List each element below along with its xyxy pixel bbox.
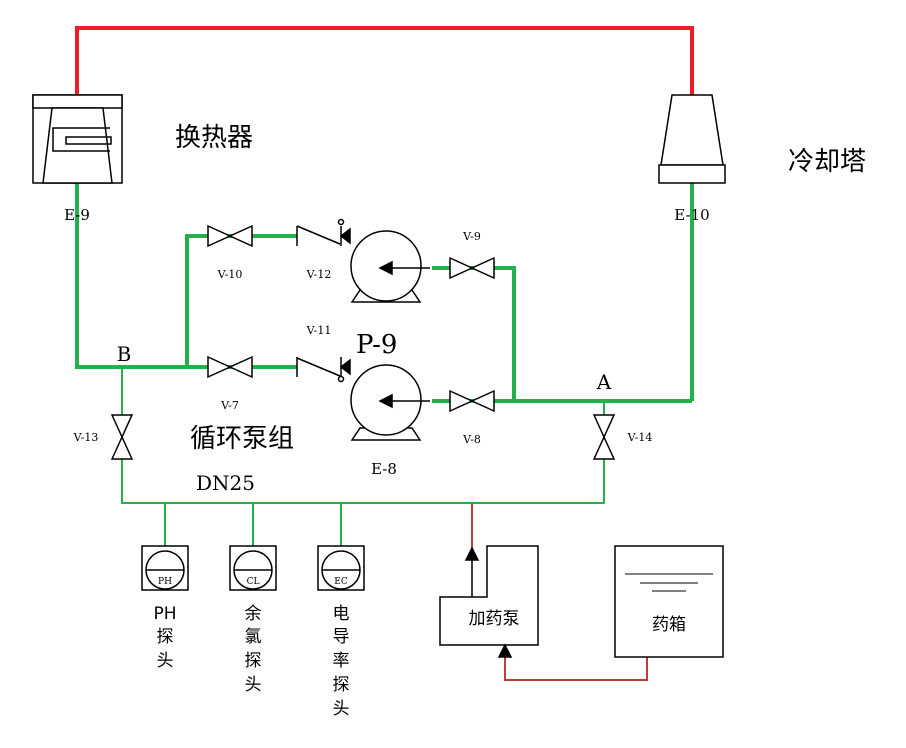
valve-v14-label: V-14 <box>627 431 653 444</box>
probe-cl-caption-char2: 氯 <box>245 627 262 647</box>
probe-ec-icon <box>317 545 365 591</box>
probe-cl-caption-char1: 余 <box>245 604 262 624</box>
chem-tank-label: 药箱 <box>652 615 686 635</box>
cooling-tower-icon <box>658 94 726 184</box>
probe-ph-icon <box>141 545 189 591</box>
dn25-label: DN25 <box>196 471 255 495</box>
pipe-pump-return <box>432 266 516 401</box>
dosing-pump-label: 加药泵 <box>469 609 520 629</box>
valve-v10-label: V-10 <box>217 268 243 281</box>
e8-label: E-8 <box>371 460 397 478</box>
valve-v7[interactable] <box>207 355 253 379</box>
heat-exchanger-icon <box>32 94 123 184</box>
probe-ec-caption-char5: 头 <box>333 699 350 719</box>
probe-ph-caption-line1: PH <box>153 604 176 624</box>
valve-v8[interactable] <box>449 389 495 413</box>
valve-v13[interactable] <box>110 414 134 460</box>
probe-ec-caption-char4: 探 <box>333 675 350 695</box>
p9-label: P-9 <box>356 330 397 360</box>
hot-pipe <box>75 26 694 95</box>
e9-label: E-9 <box>64 206 90 224</box>
valve-v8-label: V-8 <box>462 433 481 446</box>
pipe-tank-to-pump <box>504 656 648 681</box>
valve-v14[interactable] <box>592 414 616 460</box>
dosing-pump-icon[interactable] <box>439 545 539 658</box>
cooling-tower-label: 冷却塔 <box>788 147 866 177</box>
pipe-branch-upper <box>185 234 297 367</box>
pump-lower-icon[interactable] <box>350 364 430 441</box>
probe-ph-caption-char2: 头 <box>157 651 174 671</box>
valve-v9[interactable] <box>449 256 495 280</box>
check-valve-v12[interactable] <box>296 218 351 247</box>
valve-v12-label: V-12 <box>306 268 332 281</box>
probe-cl-icon <box>229 545 277 591</box>
probe-ec-caption-char3: 率 <box>333 651 350 671</box>
probe-cl-caption-char4: 头 <box>245 675 262 695</box>
probe-ph-caption-char1: 探 <box>157 627 174 647</box>
probe-cl-code: CL <box>247 577 260 587</box>
probe-ec-code: EC <box>334 577 348 587</box>
check-valve-v11[interactable] <box>296 357 351 383</box>
valve-v10[interactable] <box>207 224 253 248</box>
valve-v9-label: V-9 <box>462 230 481 243</box>
pump-group-label: 循环泵组 <box>190 424 294 454</box>
valve-v7-label: V-7 <box>220 399 239 412</box>
probe-ec-caption-char2: 导 <box>333 627 350 647</box>
chem-tank-icon <box>614 545 724 658</box>
probe-ec-caption-char1: 电 <box>333 604 350 624</box>
valve-v13-label: V-13 <box>73 431 99 444</box>
probe-cl-caption-char3: 探 <box>245 651 262 671</box>
node-b-label: B <box>117 342 132 366</box>
heat-exchanger-label: 换热器 <box>175 123 253 153</box>
valve-v11-label: V-11 <box>306 324 332 337</box>
probe-ph-code: PH <box>158 577 172 587</box>
node-a-label: A <box>596 370 612 394</box>
pump-upper-icon[interactable] <box>350 230 430 303</box>
e10-label: E-10 <box>674 206 709 224</box>
